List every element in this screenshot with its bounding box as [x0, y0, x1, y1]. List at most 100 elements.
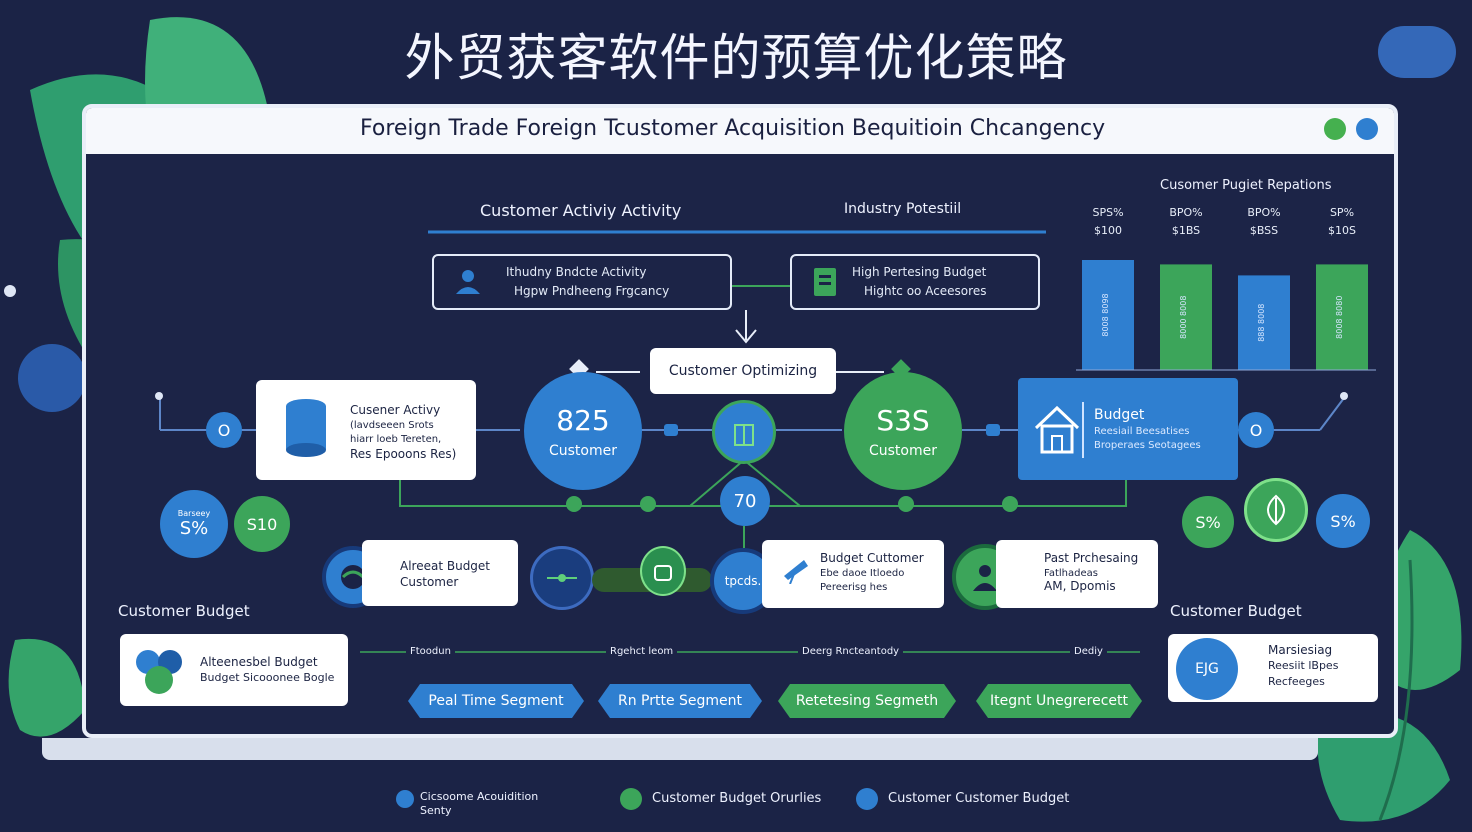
- bar-4: [1316, 264, 1368, 370]
- node-o-right: O: [1238, 412, 1274, 448]
- bar-sub-label-4: $10S: [1328, 224, 1356, 237]
- segment-pill-1[interactable]: Peal Time Segment: [408, 684, 584, 718]
- node-o-left: O: [206, 412, 242, 448]
- flow-label-2: Rgehct leom: [606, 646, 678, 657]
- blue-window-dot[interactable]: [1356, 118, 1378, 140]
- mid-card-2-line3: Pereerisg hes: [820, 582, 888, 593]
- bar-sub-label-2: $1BS: [1172, 224, 1200, 237]
- allocate-budget-card: Alreeat Budget Customer: [362, 540, 518, 606]
- user-chart-icon: [456, 270, 480, 294]
- value-circle-70: 70: [720, 476, 770, 526]
- segment-pill-3[interactable]: Retetesing Segmeth: [778, 684, 956, 718]
- customer-budget-label-left: Customer Budget: [118, 602, 250, 620]
- telescope-icon: [784, 560, 808, 584]
- mid-card-3-line1: Past Prchesaing: [1044, 551, 1139, 565]
- right-card-line3: Broperaes Seotagees: [1094, 440, 1201, 451]
- bar-top-label-2: BPO%: [1169, 206, 1202, 219]
- customer-circle-left-value: 825: [556, 403, 610, 437]
- database-icon: [286, 399, 326, 457]
- segment-pill-2[interactable]: Rn Prtte Segment: [598, 684, 762, 718]
- hub-circle: [712, 400, 776, 464]
- building-icon: [734, 424, 754, 446]
- bar-top-label-1: SPS%: [1092, 206, 1123, 219]
- bar-3: [1238, 275, 1290, 370]
- budget-top-box: High Pertesing Budget Hightc oo Aceesore…: [790, 254, 1040, 310]
- bar-inner-text-4: 8008 8080: [1335, 296, 1344, 339]
- activity-box-line2: Hgpw Pndheeng Frgcancy: [514, 284, 670, 298]
- panel-header: [86, 108, 1394, 154]
- bottom-right-card-line2: Reesiit lBpes: [1268, 659, 1339, 672]
- budget-top-box-line2: Hightc oo Aceesores: [864, 284, 987, 298]
- bar-sub-label-1: $100: [1094, 224, 1122, 237]
- activity-box-line1: Ithudny Bndcte Activity: [506, 265, 647, 279]
- document-icon: [814, 268, 836, 296]
- panel-title: Foreign Trade Foreign Tcustomer Acquisit…: [360, 116, 1106, 141]
- legend-label-3: Customer Customer Budget: [888, 791, 1070, 806]
- past-purchasing-card: Past Prchesaing Fatlhadeas AM, Dpomis: [996, 540, 1158, 608]
- legend-dot-3: [856, 788, 878, 810]
- bottom-left-card-line1: Alteenesbel Budget: [200, 655, 318, 669]
- cube-cluster-icon: [136, 650, 182, 694]
- customer-optimizing-box: Customer Optimizing: [650, 348, 836, 394]
- marketing-card: EJG Marsiesiag Reesiit lBpes Recfeeges: [1168, 634, 1378, 702]
- people-icon: [973, 565, 997, 591]
- customer-circle-left: 825 Customer: [524, 372, 642, 490]
- leaves-bottom-left-decoration: [8, 638, 86, 737]
- customer-circle-left-label: Customer: [548, 442, 617, 459]
- mid-card-1-line1: Alreeat Budget: [400, 559, 491, 573]
- bottom-right-card-line1: Marsiesiag: [1268, 643, 1333, 657]
- drone-circle: [530, 546, 594, 610]
- bottom-left-card-line2: Budget Sicooonee Bogle: [200, 671, 335, 684]
- leaf-circle: [1244, 478, 1308, 542]
- bag-icon: [654, 565, 672, 581]
- customer-circle-right: S3S Customer: [844, 372, 962, 490]
- leaves-bottom-right-decoration: [1317, 530, 1462, 822]
- bar-top-label-3: BPO%: [1247, 206, 1280, 219]
- customer-circle-right-label: Customer: [868, 442, 937, 459]
- left-card-line1: Cusener Activy: [350, 403, 441, 417]
- drone-icon: [547, 574, 577, 582]
- cloud-decoration: [1378, 26, 1456, 78]
- small-circle-left-1: Barseey S%: [160, 490, 228, 558]
- customer-activity-card: Cusener Activy (lavdseeen Srots hiarr lo…: [256, 380, 476, 480]
- left-card-line4: Res Epooons Res): [350, 447, 457, 461]
- side-dot-decoration: [4, 285, 16, 297]
- legend-label-1: Cicsoome Acouidition Senty: [420, 790, 539, 817]
- bar-2: [1160, 264, 1212, 370]
- legend-label-2: Customer Budget Orurlies: [652, 791, 822, 806]
- bottom-right-icon-circle: EJG: [1176, 638, 1238, 700]
- legend-dot-2: [620, 788, 642, 810]
- flow-label-4: Dediy: [1070, 646, 1107, 657]
- segment-pill-4[interactable]: Itegnt Unegrerecett: [976, 684, 1142, 718]
- budget-top-box-line1: High Pertesing Budget: [852, 265, 987, 279]
- label-industry-potential: Industry Potestiil: [844, 201, 962, 217]
- small-circle-left-1-top: Barseey: [177, 509, 211, 518]
- leaf-icon: [1267, 494, 1285, 526]
- small-circle-left-2: S10: [234, 496, 290, 552]
- mid-card-3-line3: AM, Dpomis: [1044, 579, 1116, 593]
- green-window-dot[interactable]: [1324, 118, 1346, 140]
- bar-top-label-4: SP%: [1330, 206, 1354, 219]
- label-customer-activity: Customer Activiy Activity: [480, 201, 682, 220]
- activity-box: Ithudny Bndcte Activity Hgpw Pndheeng Fr…: [432, 254, 732, 310]
- bag-circle: [640, 546, 686, 596]
- mid-card-1-line2: Customer: [400, 575, 459, 589]
- bar-1: [1082, 260, 1134, 370]
- bottom-right-card-line3: Recfeeges: [1268, 675, 1325, 688]
- panel-base: [42, 738, 1318, 760]
- mid-card-2-line1: Budget Cuttomer: [820, 551, 924, 565]
- alternative-budget-card: Alteenesbel Budget Budget Sicooonee Bogl…: [120, 634, 348, 706]
- page-title: 外贸获客软件的预算优化策略: [404, 29, 1068, 87]
- customer-circle-right-value: S3S: [876, 403, 930, 437]
- legend-dot-1: [396, 790, 414, 808]
- budget-strategy-card: Budget Reesiail Beesatises Broperaes Seo…: [1018, 378, 1238, 480]
- house-icon: [1034, 405, 1080, 454]
- small-circle-right-2: S%: [1316, 494, 1370, 548]
- small-circle-right-1: S%: [1182, 496, 1234, 548]
- globe-icon: [341, 565, 365, 589]
- flow-label-1: Ftoodun: [406, 646, 455, 657]
- flow-label-3: Deerg Rncteantody: [798, 646, 904, 657]
- customer-budget-label-right: Customer Budget: [1170, 602, 1302, 620]
- customer-optimizing-label: Customer Optimizing: [668, 363, 818, 379]
